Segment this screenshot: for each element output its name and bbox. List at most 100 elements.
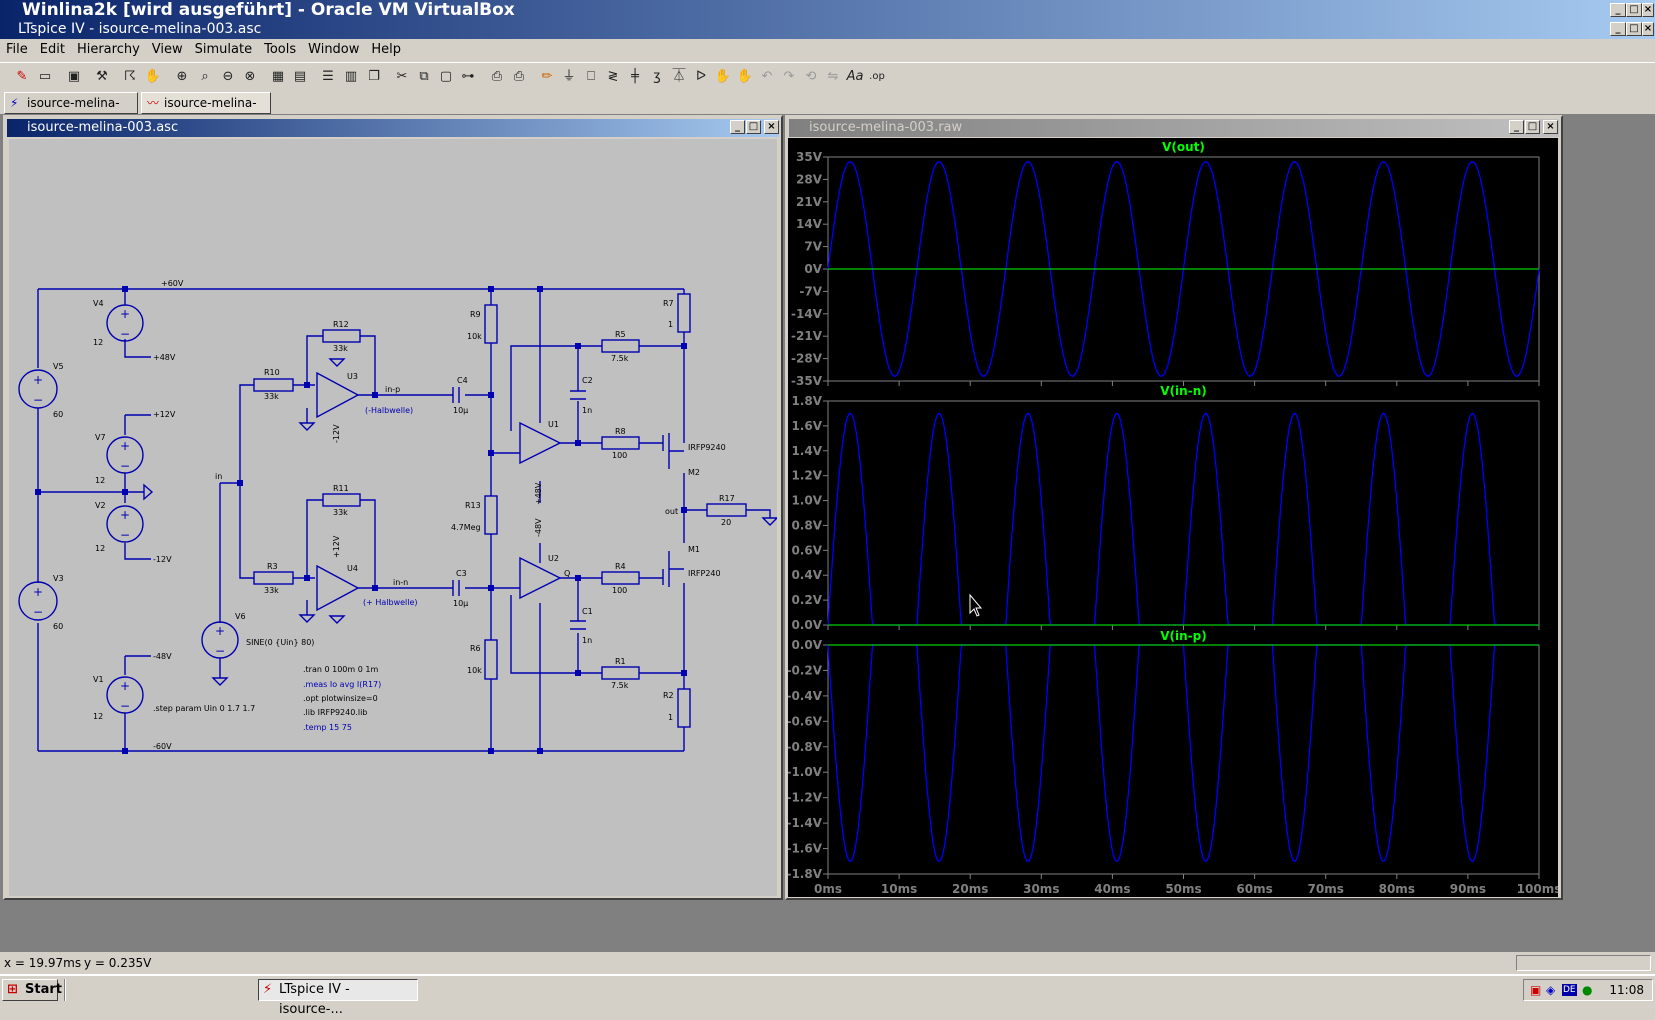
waveform-maximize-button[interactable]: □ <box>1525 120 1540 134</box>
redo-icon[interactable]: ↷ <box>783 69 795 84</box>
halt-icon[interactable]: ✋ <box>144 69 162 84</box>
tray-language-icon[interactable]: DE <box>1562 984 1577 996</box>
waveform-canvas[interactable]: 35V28V21V14V7V0V-7V-14V-21V-28V-35VV(out… <box>788 138 1558 897</box>
zoom-out-icon[interactable]: ⊖ <box>222 69 234 84</box>
app-close-button[interactable]: × <box>1642 22 1654 36</box>
tab-waveform[interactable]: 〰 isource-melina-003.raw <box>141 92 271 130</box>
menu-hierarchy[interactable]: Hierarchy <box>76 42 140 57</box>
comp-value: 1n <box>582 406 592 415</box>
find-icon[interactable]: ⊶ <box>461 69 475 84</box>
menu-window[interactable]: Window <box>308 42 360 57</box>
comp-label: V3 <box>53 574 64 583</box>
vbox-close-button[interactable]: × <box>1642 3 1654 17</box>
comp-label: U2 <box>548 554 559 563</box>
svg-text:−: − <box>215 644 225 658</box>
mirror-icon[interactable]: ⇋ <box>827 69 839 84</box>
app-restore-button[interactable]: □ <box>1626 22 1642 36</box>
y-tick-label: -0.4V <box>788 689 823 703</box>
schematic-maximize-button[interactable]: □ <box>746 120 761 134</box>
mouse-cursor-icon <box>969 593 983 617</box>
waveform-minimize-button[interactable]: _ <box>1509 120 1524 134</box>
taskbar-item-ltspice[interactable]: ⚡ LTspice IV - isource-... <box>258 979 418 1017</box>
schematic-canvas[interactable]: +−+− +−+− +−+− +− +60V -60V V4 12 +48V V… <box>9 139 777 896</box>
run-icon[interactable]: ☈ <box>124 69 136 84</box>
net-label: -12V <box>153 555 172 564</box>
diode-icon[interactable]: ⏄ <box>672 69 686 84</box>
ground-icon[interactable]: ⏚ <box>562 69 576 84</box>
drag-icon[interactable]: ✋ <box>736 69 754 84</box>
menu-tools[interactable]: Tools <box>264 42 297 57</box>
vbox-maximize-button[interactable]: □ <box>1626 3 1642 17</box>
net-label: +60V <box>161 279 184 288</box>
menu-file[interactable]: File <box>6 42 28 57</box>
tray-volume-icon[interactable]: ◈ <box>1546 983 1556 997</box>
vbox-minimize-button[interactable]: _ <box>1610 3 1626 17</box>
virtualbox-title: Winlina2k [wird ausgeführt] - Oracle VM … <box>22 0 515 20</box>
fft-icon[interactable]: ▤ <box>293 69 307 84</box>
move-icon[interactable]: ✋ <box>714 69 732 84</box>
menu-edit[interactable]: Edit <box>39 42 65 57</box>
start-button[interactable]: ⊞ Start <box>2 979 62 1001</box>
new-schematic-icon[interactable]: ✎ <box>16 69 28 84</box>
comp-label: R13 <box>465 501 481 510</box>
cascade-icon[interactable]: ❐ <box>368 69 380 84</box>
net-label: -48V <box>153 652 172 661</box>
paste-icon[interactable]: ▢ <box>439 69 453 84</box>
x-tick-label: 30ms <box>1023 882 1059 896</box>
tile-horizontal-icon[interactable]: ☰ <box>322 69 334 84</box>
copy-icon[interactable]: ⧉ <box>419 69 429 84</box>
comp-value: 1 <box>668 320 673 329</box>
print-icon[interactable]: ⎙ <box>513 69 525 84</box>
y-tick-label: 0.2V <box>791 593 822 607</box>
y-tick-label: 7V <box>804 240 822 254</box>
print-setup-icon[interactable]: ⎙ <box>491 69 503 84</box>
waveform-close-button[interactable]: × <box>1543 120 1558 134</box>
autorange-icon[interactable]: ▦ <box>271 69 285 84</box>
x-tick-label: 0ms <box>814 882 842 896</box>
schematic-close-button[interactable]: × <box>764 120 779 134</box>
ltspice-title: LTspice IV - isource-melina-003.asc <box>18 21 262 37</box>
capacitor-icon[interactable]: ╪ <box>631 69 639 84</box>
comp-value: 1 <box>668 713 673 722</box>
comp-label: U1 <box>548 420 559 429</box>
comp-value: 33k <box>264 586 279 595</box>
svg-text:−: − <box>33 605 43 619</box>
y-tick-label: 0.6V <box>791 543 822 557</box>
zoom-fit-icon[interactable]: ⊗ <box>244 69 256 84</box>
comp-label: R8 <box>615 427 626 436</box>
start-label: Start <box>25 982 62 997</box>
comp-label: R1 <box>615 657 626 666</box>
wire-icon[interactable]: ✏ <box>541 69 553 84</box>
menu-simulate[interactable]: Simulate <box>194 42 253 57</box>
spice-directive: .step param Uin 0 1.7 1.7 <box>153 704 255 713</box>
resistor-icon[interactable]: ≷ <box>607 69 619 84</box>
rotate-icon[interactable]: ⟲ <box>805 69 817 84</box>
y-tick-label: 1.4V <box>791 444 822 458</box>
menu-help[interactable]: Help <box>371 42 402 57</box>
comp-value: 60 <box>53 410 63 419</box>
tray-network-icon[interactable]: ▣ <box>1530 983 1542 997</box>
label-net-icon[interactable]: ⎕ <box>587 69 595 84</box>
pan-icon[interactable]: ⌕ <box>201 69 209 84</box>
tray-app-icon[interactable]: ● <box>1582 983 1593 997</box>
tab-schematic[interactable]: ⚡ isource-melina-003.asc <box>4 92 138 130</box>
y-tick-label: -28V <box>791 352 823 366</box>
control-panel-icon[interactable]: ⚒ <box>96 69 108 84</box>
component-icon[interactable]: ᐅ <box>696 69 706 84</box>
save-icon[interactable]: ▣ <box>67 69 81 84</box>
text-icon[interactable]: Aa <box>846 69 864 84</box>
comment: (+ Halbwelle) <box>363 598 418 607</box>
menu-view[interactable]: View <box>151 42 183 57</box>
inductor-icon[interactable]: ʒ <box>653 69 661 84</box>
schematic-minimize-button[interactable]: _ <box>730 120 745 134</box>
comp-value: 20 <box>721 518 731 527</box>
comp-label: V7 <box>95 433 106 442</box>
open-icon[interactable]: ▭ <box>38 69 52 84</box>
y-tick-label: 0.4V <box>791 568 822 582</box>
cut-icon[interactable]: ✂ <box>396 69 408 84</box>
zoom-in-icon[interactable]: ⊕ <box>176 69 188 84</box>
undo-icon[interactable]: ↶ <box>761 69 773 84</box>
app-minimize-button[interactable]: _ <box>1610 22 1626 36</box>
tile-vertical-icon[interactable]: ▥ <box>344 69 358 84</box>
spice-directive-icon[interactable]: .op <box>869 71 885 82</box>
